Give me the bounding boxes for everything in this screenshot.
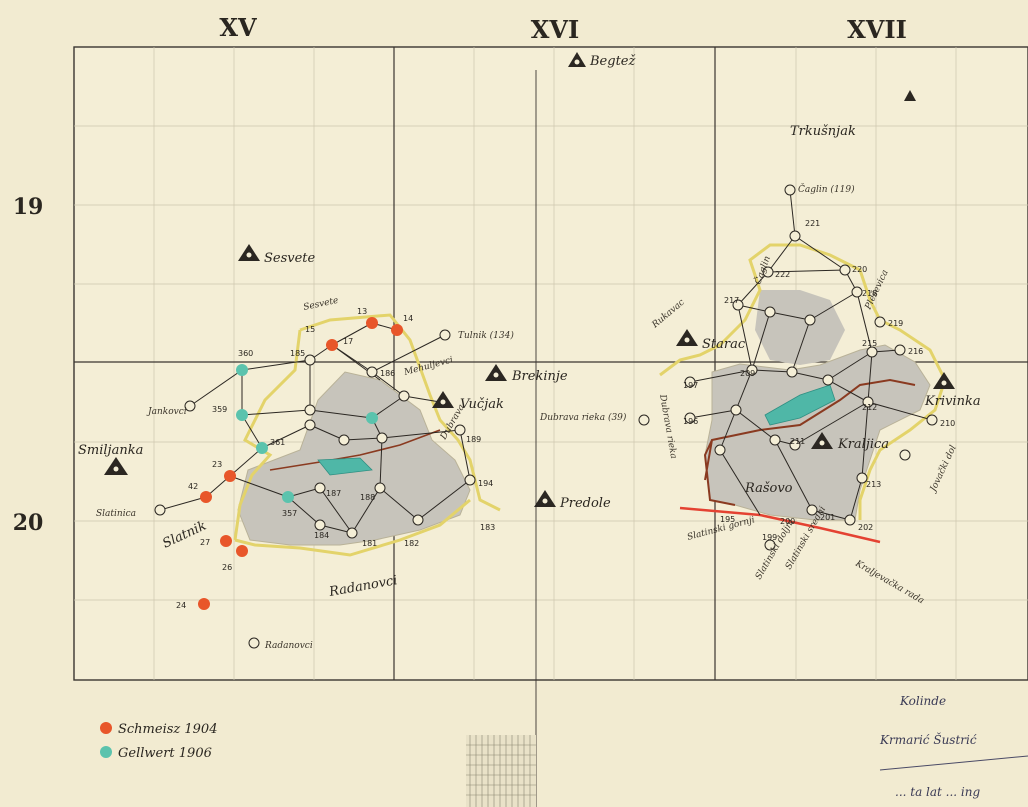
- num-200: 200: [780, 517, 795, 526]
- signature-line-1: Kolinde: [899, 694, 946, 708]
- num-213: 213: [866, 480, 881, 489]
- signature-rule: [879, 755, 1028, 771]
- num-17: 17: [343, 337, 353, 346]
- schmeisz-points: [198, 317, 403, 610]
- station-numbers: 15 17 13 14 360 359 361 357 23 42 27 26 …: [176, 219, 955, 610]
- num-197: 197: [683, 381, 698, 390]
- num-212: 212: [862, 403, 877, 412]
- label-dubrava-rieka: Dubrava rieka (39): [539, 412, 627, 423]
- label-brekinje: Brekinje: [511, 369, 568, 384]
- right-survey-area: [638, 184, 947, 551]
- legend-gellwert-dot: [100, 746, 112, 758]
- gellwert-points: [236, 364, 378, 503]
- num-217: 217: [724, 296, 739, 305]
- hatched-block: [466, 735, 536, 807]
- row-label-19: 19: [13, 194, 44, 220]
- water-left: [317, 457, 373, 476]
- legend-schmeisz-dot: [100, 722, 112, 734]
- num-23: 23: [212, 460, 222, 469]
- boundary-brown-right: [703, 378, 916, 506]
- num-357: 357: [282, 509, 297, 518]
- num-184: 184: [314, 531, 329, 540]
- num-196: 196: [683, 417, 698, 426]
- col-label-xvii: XVII: [847, 15, 907, 44]
- red-line-right: [679, 506, 881, 544]
- trig-centers: [113, 59, 947, 504]
- water-right: [764, 384, 836, 426]
- col-label-xv: XV: [219, 13, 257, 42]
- label-begtez: Begtež: [589, 54, 635, 69]
- label-predole: Predole: [559, 496, 611, 511]
- signature-line-3: ... ta lat ... ing: [895, 785, 981, 799]
- stations-left: [154, 329, 476, 649]
- num-201: 201: [820, 513, 835, 522]
- num-194: 194: [478, 479, 493, 488]
- legend-schmeisz-label: Schmeisz 1904: [118, 722, 217, 737]
- num-189: 189: [466, 435, 481, 444]
- label-batinovac: Radanovci: [264, 641, 313, 651]
- num-14: 14: [403, 314, 413, 323]
- num-186: 186: [380, 369, 395, 378]
- num-361: 361: [270, 438, 285, 447]
- num-210: 210: [940, 419, 955, 428]
- num-199: 199: [762, 533, 777, 542]
- num-360: 360: [238, 349, 253, 358]
- num-218: 218: [862, 289, 877, 298]
- num-221: 221: [805, 219, 820, 228]
- num-183: 183: [480, 523, 495, 532]
- trig-smiljanka: [104, 457, 128, 475]
- label-kraljica: Kraljica: [837, 437, 889, 452]
- label-slatinica: Slatinica: [96, 509, 136, 519]
- label-vucjak: Vučjak: [460, 397, 504, 412]
- num-195: 195: [720, 515, 735, 524]
- num-185: 185: [290, 349, 305, 358]
- signature-block: Kolinde Krmarić Šustrić ... ta lat ... i…: [879, 694, 1028, 799]
- num-209: 209: [740, 369, 755, 378]
- num-26: 26: [222, 563, 232, 572]
- num-220: 220: [852, 265, 867, 274]
- left-survey-area: [154, 313, 501, 649]
- trig-trkusnjak: [904, 90, 916, 101]
- num-13: 13: [357, 307, 367, 316]
- boundary-yellow-right: [659, 243, 947, 520]
- signature-line-2: Krmarić Šustrić: [879, 731, 977, 747]
- legend-gellwert-label: Gellwert 1906: [118, 746, 212, 761]
- num-24: 24: [176, 601, 186, 610]
- num-181: 181: [362, 539, 377, 548]
- stations-right: [638, 184, 938, 551]
- num-222: 222: [775, 270, 790, 279]
- num-359: 359: [212, 405, 227, 414]
- num-211: 211: [790, 437, 805, 446]
- num-182: 182: [404, 539, 419, 548]
- label-jankovci: Jankovci: [146, 407, 187, 417]
- row-label-20: 20: [13, 510, 44, 536]
- num-215: 215: [862, 339, 877, 348]
- label-tulnik: Tulnik (134): [458, 330, 514, 341]
- label-caglin: Čaglin (119): [798, 183, 855, 195]
- num-216: 216: [908, 347, 923, 356]
- label-krivinka: Krivinka: [924, 394, 981, 409]
- label-smiljanka: Smiljanka: [78, 443, 143, 458]
- num-202: 202: [858, 523, 873, 532]
- label-sesvete: Sesvete: [264, 251, 316, 266]
- num-42: 42: [188, 482, 198, 491]
- label-rasovo: Rašovo: [744, 481, 793, 496]
- num-187: 187: [326, 489, 341, 498]
- legend: Schmeisz 1904 Gellwert 1906: [100, 722, 217, 761]
- num-27: 27: [200, 538, 210, 547]
- forest-area-right-north: [755, 290, 845, 365]
- label-starac: Starac: [702, 337, 746, 352]
- num-15: 15: [305, 325, 315, 334]
- col-label-xvi: XVI: [531, 15, 579, 44]
- num-188: 188: [360, 493, 375, 502]
- boundary-brown-left: [269, 429, 441, 471]
- label-trkusnjak: Trkušnjak: [790, 124, 856, 139]
- num-219: 219: [888, 319, 903, 328]
